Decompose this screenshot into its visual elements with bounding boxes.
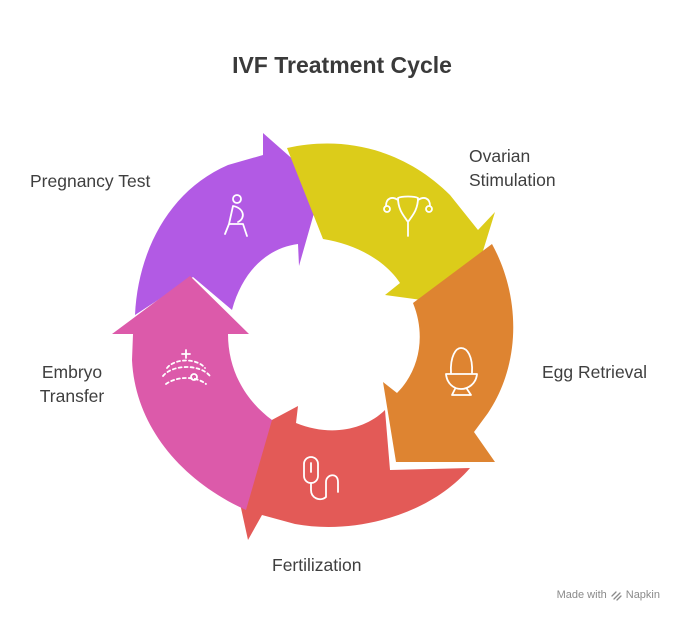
stage-label-ovarian-stimulation: Ovarian Stimulation	[469, 144, 556, 192]
stage-label-fertilization: Fertilization	[272, 553, 361, 577]
pregnant-person-icon	[224, 194, 248, 237]
stage-arrow-fertilization	[227, 406, 470, 540]
stage-label-line: Fertilization	[272, 555, 362, 575]
stage-arrow-embryo-transfer	[112, 276, 272, 510]
watermark-text: Made with	[556, 589, 607, 601]
watermark: Made with Napkin	[557, 589, 660, 601]
stage-label-line: Embryo	[41, 362, 103, 382]
stage-arrow-egg-retrieval	[383, 244, 514, 462]
diagram-title: IVF Treatment Cycle	[232, 52, 452, 78]
stage-label-egg-retrieval: Egg Retrieval	[542, 360, 647, 384]
stage-label-line: Ovarian	[469, 146, 531, 166]
stage-arrow-ovarian-stimulation	[287, 143, 495, 306]
napkin-logo-icon	[611, 590, 622, 601]
watermark-brand: Napkin	[625, 589, 660, 601]
stage-label-line: Stimulation	[469, 170, 556, 190]
stage-label-embryo-transfer: Embryo Transfer	[29, 360, 115, 408]
ultrasound-icon	[162, 349, 211, 385]
uterus-ovaries-icon	[383, 195, 433, 237]
stage-label-line: Egg Retrieval	[542, 362, 648, 382]
catheter-icon	[303, 456, 339, 501]
stage-label-pregnancy-test: Pregnancy Test	[30, 169, 150, 193]
egg-in-cup-icon	[445, 347, 478, 396]
stage-label-line: Transfer	[39, 386, 105, 406]
stage-label-line: Pregnancy Test	[30, 171, 151, 191]
